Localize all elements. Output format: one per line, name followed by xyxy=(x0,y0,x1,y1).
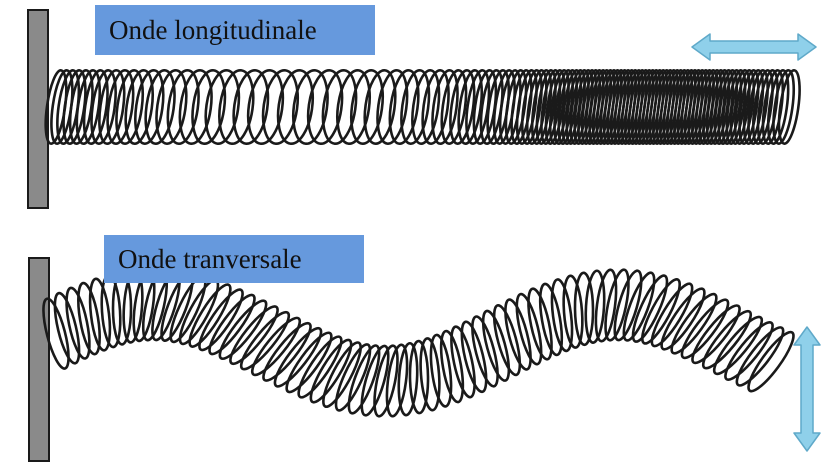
spring-loop xyxy=(397,69,433,146)
longitudinal-wave-panel: Onde longitudinale xyxy=(0,0,827,225)
spring-loop xyxy=(397,343,419,416)
spring-loop xyxy=(428,69,461,145)
transverse-wave-panel: Onde tranversale xyxy=(0,235,827,465)
spring-loop xyxy=(408,69,443,146)
spring-loop xyxy=(141,68,178,145)
vertical-double-arrow-icon xyxy=(790,325,824,455)
spring-loop xyxy=(112,69,146,146)
spring-loop xyxy=(131,69,167,146)
longitudinal-wave-label: Onde longitudinale xyxy=(95,5,375,55)
horizontal-double-arrow-icon xyxy=(690,30,820,64)
spring-loop xyxy=(122,69,157,146)
spring-loop xyxy=(419,69,453,146)
spring-loop xyxy=(775,69,803,145)
spring-loop xyxy=(100,275,123,348)
transverse-wave-label: Onde tranversale xyxy=(104,235,364,283)
